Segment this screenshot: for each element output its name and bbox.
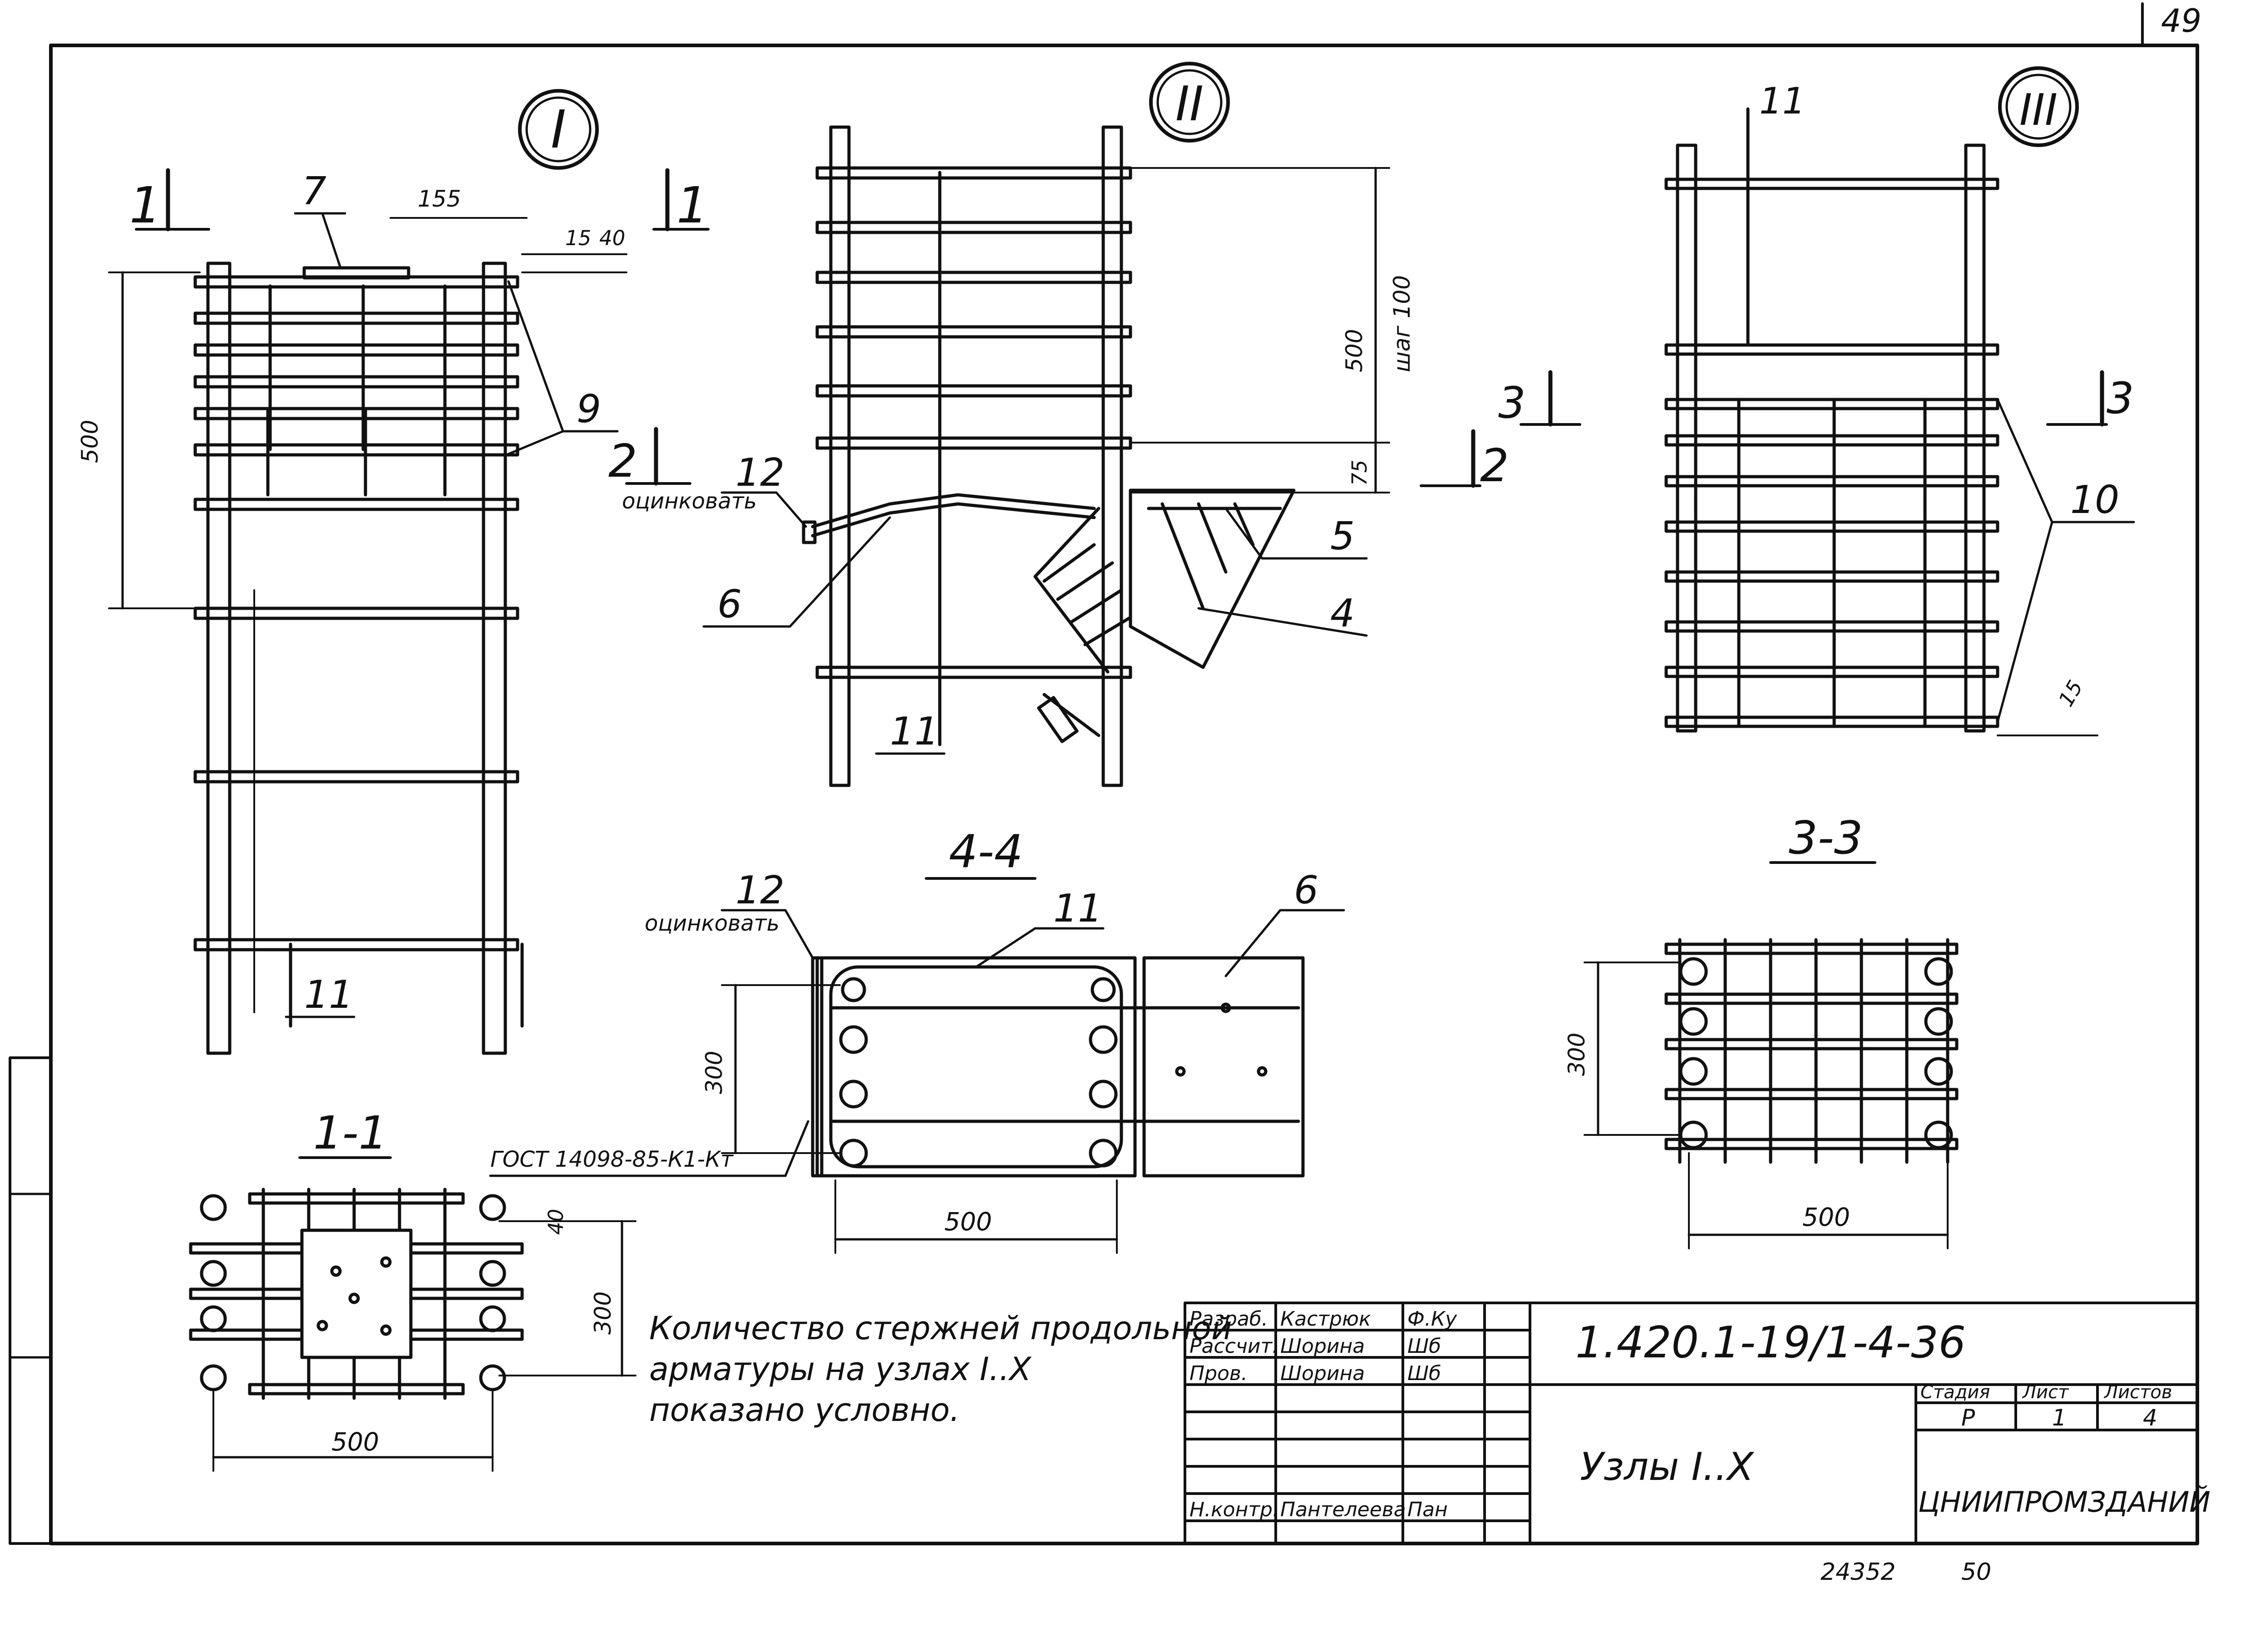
- detail-mark-I-label: I: [551, 99, 566, 160]
- sheet-title: Узлы I..X: [1580, 1445, 1755, 1489]
- section-3-3-grid: [1664, 938, 1959, 1164]
- leader-II-6: 6: [717, 582, 742, 627]
- section-4-4: 4-4 12 оцинковать 11 6: [489, 825, 1345, 1254]
- detail-I: I 500: [77, 89, 710, 1055]
- tb-sheets-label: Листов: [2103, 1382, 2172, 1403]
- leader-4-4-11: 11: [1053, 886, 1102, 931]
- tb-name-2: Шорина: [1280, 1362, 1365, 1385]
- footer-inv: 24352: [1821, 1558, 1895, 1586]
- footer-num: 50: [1961, 1558, 1991, 1586]
- leader-I-11: 11: [304, 972, 353, 1017]
- detail-I-frame-lines: [193, 261, 524, 1055]
- title-block: Разраб. Кастрюк Ф.Ку Рассчит. Шорина Шб …: [1184, 1302, 2211, 1545]
- tb-role-2: Пров.: [1189, 1362, 1248, 1385]
- tb-name-6: Пантелеева: [1280, 1498, 1406, 1521]
- detail-III-leaders: 11 10 15: [1759, 80, 2135, 736]
- cut-3-left: 3: [1498, 378, 1525, 428]
- leader-II-12: 12: [735, 450, 785, 495]
- dim-III-15: 15: [2054, 676, 2088, 710]
- tb-sign-1: Шб: [1407, 1335, 1441, 1358]
- tb-name-0: Кастрюк: [1280, 1307, 1371, 1331]
- section-cut-3: 3 3: [1498, 370, 2134, 428]
- leader-I-9: 9: [577, 387, 601, 432]
- section-3-3: 3-3 300: [1564, 811, 1959, 1249]
- detail-III: III 11 10 15: [1498, 66, 2135, 736]
- cut-3-right: 3: [2107, 374, 2134, 424]
- note-line-3: показано условно.: [649, 1391, 960, 1429]
- detail-III-frame-lines: [1664, 107, 1999, 733]
- note-galvanize-II: оцинковать: [622, 488, 757, 514]
- detail-mark-I: I: [518, 89, 599, 170]
- dim-3-3-300: 300: [1564, 1033, 1590, 1076]
- leader-II-5: 5: [1330, 514, 1355, 559]
- leader-4-4-6: 6: [1294, 868, 1318, 913]
- cut-1-right: 1: [676, 176, 708, 234]
- section-1-1-title: 1-1: [313, 1106, 387, 1159]
- dim-4-4-500: 500: [944, 1207, 992, 1236]
- note-line-2: арматуры на узлах I..X: [649, 1351, 1032, 1388]
- tb-name-1: Шорина: [1280, 1335, 1365, 1358]
- leader-II-4: 4: [1330, 591, 1355, 636]
- tb-sheets: 4: [2143, 1405, 2157, 1431]
- dim-I-small: 40: [599, 226, 625, 250]
- corner-number: 49: [2161, 2, 2201, 39]
- tb-sign-2: Шб: [1407, 1362, 1441, 1385]
- org-name: ЦНИИПРОМЗДАНИЙ: [1918, 1485, 2211, 1519]
- detail-II-leaders: 12 оцинковать 6 11 5 4: [622, 450, 1368, 755]
- dim-3-3-500: 500: [1802, 1203, 1850, 1232]
- doc-code: 1.420.1-19/1-4-36: [1575, 1318, 1966, 1368]
- section-3-3-title: 3-3: [1789, 811, 1863, 864]
- tb-sign-0: Ф.Ку: [1407, 1307, 1457, 1331]
- detail-mark-III-label: III: [2019, 85, 2058, 135]
- detail-II: II: [608, 62, 1509, 787]
- leader-III-11: 11: [1759, 80, 1806, 122]
- dim-1-1-300: 300: [590, 1292, 616, 1335]
- tb-sheet: 1: [2052, 1405, 2067, 1431]
- section-4-4-title: 4-4: [949, 825, 1023, 878]
- leader-III-10: 10: [2070, 478, 2119, 523]
- cut-2-right: 2: [1480, 439, 1509, 492]
- leader-I-7: 7: [302, 169, 326, 214]
- detail-mark-II: II: [1149, 62, 1230, 143]
- tb-role-6: Н.контр.: [1189, 1498, 1279, 1521]
- detail-I-leaders: 7 9 11: [285, 169, 619, 1018]
- detail-II-frame-lines: [802, 125, 1296, 787]
- dim-I-top: 155: [418, 186, 461, 212]
- detail-mark-III: III: [1998, 66, 2079, 147]
- dim-II-step: шаг 100: [1389, 275, 1415, 372]
- drawing-note: Количество стержней продольной арматуры …: [649, 1310, 1232, 1429]
- detail-mark-II-label: II: [1175, 76, 1204, 132]
- tb-sign-6: Пан: [1407, 1498, 1448, 1521]
- note-line-1: Количество стержней продольной: [649, 1310, 1232, 1347]
- detail-II-dims: 500 шаг 100 75: [1130, 167, 1415, 494]
- tb-role-1: Рассчит.: [1189, 1335, 1278, 1358]
- dim-I-vertical: 500: [77, 420, 103, 463]
- gost-label: ГОСТ 14098-85-К1-Кт: [490, 1147, 734, 1172]
- section-cut-2: 2 2: [608, 427, 1509, 492]
- tb-stage: Р: [1961, 1405, 1975, 1431]
- tb-role-0: Разраб.: [1189, 1307, 1268, 1331]
- detail-I-dims: 500 155 40 15: [77, 186, 627, 1013]
- dim-1-1-40: 40: [544, 1209, 568, 1235]
- dim-I-tiny: 15: [565, 226, 591, 250]
- dim-1-1-500: 500: [331, 1427, 379, 1456]
- sheet-frame: [9, 2, 2199, 1545]
- leader-4-4-12: 12: [735, 868, 785, 913]
- section-1-1-grid: [189, 1188, 524, 1400]
- note-galvanize-4-4: оцинковать: [645, 911, 780, 936]
- section-4-4-shape: [811, 956, 1305, 1178]
- section-cut-1: 1 1: [129, 168, 710, 234]
- dim-II-75: 75: [1347, 460, 1372, 486]
- dim-4-4-300: 300: [701, 1051, 727, 1094]
- leader-II-11: 11: [890, 709, 939, 754]
- dim-II-500: 500: [1341, 329, 1367, 372]
- cut-2-left: 2: [608, 434, 637, 488]
- cut-1-left: 1: [129, 176, 161, 234]
- tb-sheet-label: Лист: [2022, 1382, 2069, 1403]
- tb-stage-label: Стадия: [1920, 1382, 1990, 1403]
- section-1-1: 1-1: [189, 1106, 637, 1472]
